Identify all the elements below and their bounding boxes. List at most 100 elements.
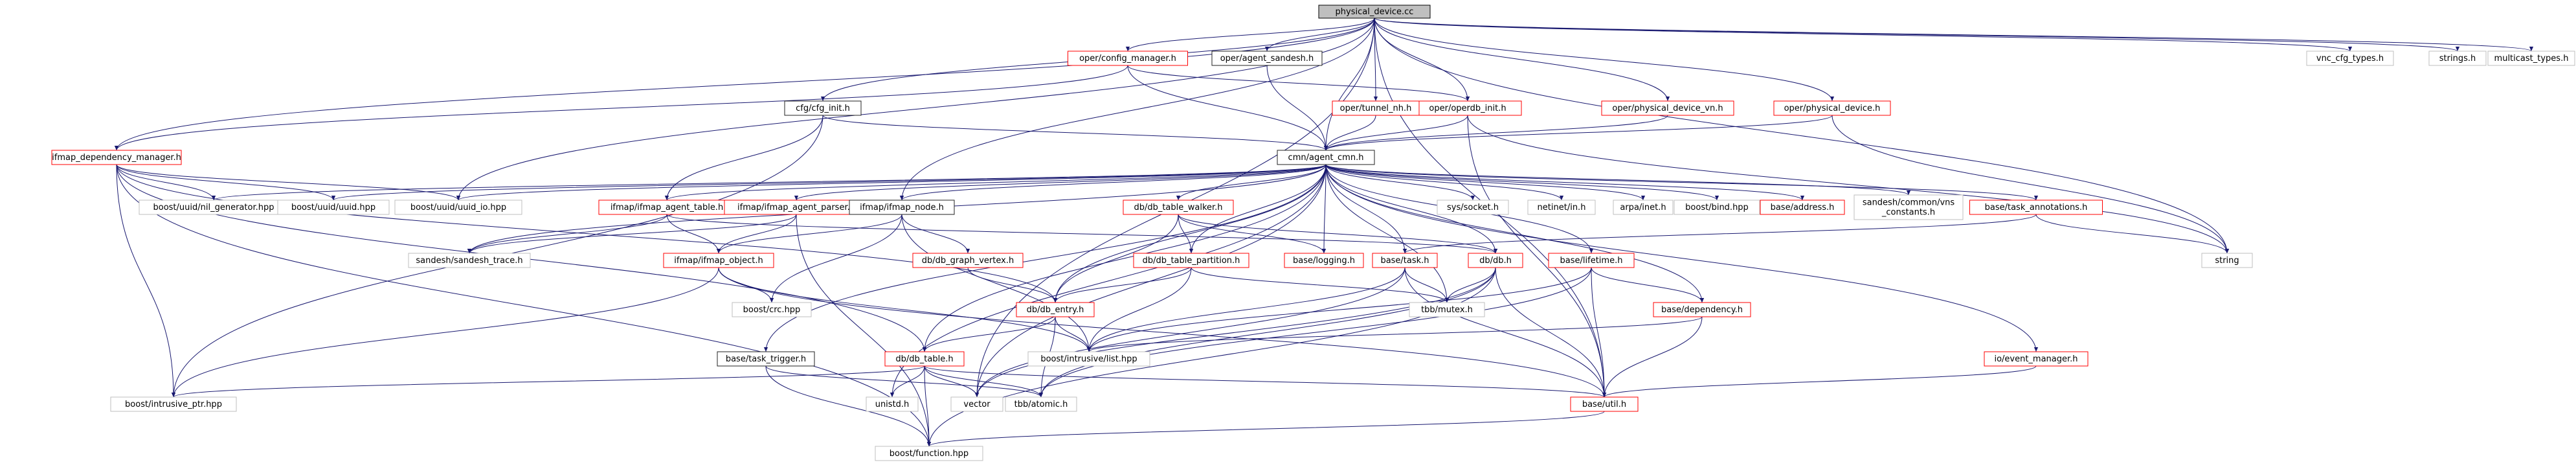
edge-root-to-config_manager	[1125, 17, 1375, 52]
node-sys-socket: sys/socket.h	[1437, 200, 1509, 215]
node-label: ifmap_dependency_manager.h	[52, 153, 181, 163]
node-label: boost/uuid/uuid_io.hpp	[410, 203, 506, 212]
node-base-dependency: base/dependency.h	[1653, 302, 1751, 317]
edge-task_trigger-to-boost_function	[765, 365, 932, 447]
edge-agent_cmn-to-base_address	[1325, 164, 1805, 201]
edge-ifmap_agent_parser-to-boost_function	[796, 214, 932, 447]
edge-base_task-to-intrusive_list	[1086, 267, 1406, 352]
node-phys-dev-vn: oper/physical_device_vn.h	[1601, 100, 1734, 116]
node-sandesh-trace: sandesh/sandesh_trace.h	[408, 253, 531, 268]
edge-agent_cmn-to-uuid_io	[456, 164, 1327, 201]
edge-root-to-ifmap_node	[899, 17, 1375, 201]
edge-agent_sandesh-to-agent_cmn	[1266, 65, 1328, 151]
node-label: cfg/cfg_init.h	[796, 104, 850, 113]
edge-ifmap_object-to-intrusive_ptr	[171, 267, 719, 398]
node-agent-sandesh[interactable]: oper/agent_sandesh.h	[1211, 51, 1323, 66]
edge-agent_cmn-to-vns_constants	[1325, 164, 1910, 196]
node-label: base/task.h	[1380, 256, 1429, 266]
node-label: io/event_manager.h	[1994, 354, 2078, 364]
node-tbb-atomic: tbb/atomic.h	[1005, 396, 1077, 412]
edge-ifmap_dep_mgr-to-uuid_io	[116, 164, 461, 201]
edge-agent_cmn-to-boost_bind	[1325, 164, 1719, 201]
edge-agent_cmn-to-arpa_inet	[1325, 164, 1646, 201]
edge-config_manager-to-ifmap_dep_mgr	[114, 65, 1128, 151]
node-label: db/db_table_walker.h	[1134, 203, 1222, 212]
node-label: base/task_trigger.h	[726, 354, 806, 364]
edge-task_annotations-to-string	[2035, 214, 2230, 254]
edge-root-to-multicast_types	[1374, 17, 2533, 52]
edge-operdb_init-to-agent_cmn	[1323, 115, 1468, 151]
node-unistd: unistd.h	[866, 396, 919, 412]
edge-base_task-to-base_util	[1404, 267, 1607, 398]
edge-agent_cmn-to-base_dependency	[1325, 164, 1705, 303]
edge-db_graph_vertex-to-db_entry	[967, 267, 1058, 303]
node-label: cmn/agent_cmn.h	[1288, 153, 1364, 163]
node-label: oper/agent_sandesh.h	[1220, 54, 1314, 63]
node-task-trigger[interactable]: base/task_trigger.h	[717, 351, 815, 367]
node-string: string	[2201, 253, 2253, 268]
node-db-table-walker: db/db_table_walker.h	[1123, 200, 1234, 215]
node-operdb-init: oper/operdb_init.h	[1413, 100, 1522, 116]
node-label: oper/physical_device_vn.h	[1612, 104, 1723, 113]
edge-ifmap_agent_parser-to-sandesh_trace	[467, 214, 797, 254]
node-phys-dev: oper/physical_device.h	[1773, 100, 1891, 116]
node-label: base/lifetime.h	[1560, 256, 1623, 266]
node-root[interactable]: physical_device.cc	[1318, 5, 1431, 19]
edges-layer	[114, 17, 2533, 447]
node-tbb-mutex: tbb/mutex.h	[1409, 302, 1485, 317]
edge-base_lifetime-to-tbb_atomic	[1038, 267, 1592, 398]
node-uuid-io: boost/uuid/uuid_io.hpp	[394, 200, 522, 215]
node-label: sandesh/common/vns	[1863, 198, 1955, 208]
node-label: db/db.h	[1479, 256, 1512, 266]
node-label: arpa/inet.h	[1620, 203, 1666, 212]
edge-agent_cmn-to-sys_socket	[1325, 164, 1475, 201]
edge-root-to-phys_dev_vn	[1374, 17, 1670, 102]
edge-ifmap_dep_mgr-to-uuid_hpp	[116, 164, 336, 201]
node-label: unistd.h	[875, 400, 910, 409]
edge-agent_cmn-to-netinet_in	[1325, 164, 1564, 201]
edge-db_table-to-boost_function	[924, 365, 932, 447]
edge-agent_cmn-to-ifmap_agent_table	[665, 164, 1327, 201]
edge-agent_cmn-to-uuid_nil	[212, 164, 1327, 201]
edge-operdb_init-to-base_util	[1467, 115, 1607, 398]
node-label: boost/uuid/nil_generator.hpp	[153, 203, 274, 212]
node-label: db/db_table.h	[895, 354, 953, 364]
node-label: tbb/mutex.h	[1421, 305, 1473, 315]
node-cfg-init[interactable]: cfg/cfg_init.h	[784, 100, 862, 116]
node-label: netinet/in.h	[1538, 203, 1586, 212]
node-label: base/util.h	[1582, 400, 1626, 409]
edge-ifmap_agent_table-to-db_h	[666, 214, 1497, 254]
edge-db_entry-to-db_table	[922, 316, 1056, 352]
node-base-address: base/address.h	[1760, 200, 1845, 215]
edge-root-to-phys_dev	[1374, 17, 1835, 102]
edge-tunnel_nh-to-agent_cmn	[1323, 115, 1376, 151]
edge-agent_cmn-to-ifmap_agent_parser	[794, 164, 1327, 201]
node-label: ifmap/ifmap_node.h	[860, 203, 944, 212]
node-vnc-cfg-types: vnc_cfg_types.h	[2306, 51, 2394, 66]
edge-db_table_walker-to-base_logging	[1178, 214, 1327, 254]
edge-ifmap_dep_mgr-to-boost_function	[116, 164, 932, 447]
edge-db_h-to-vector	[974, 267, 1496, 398]
node-boost-function: boost/function.hpp	[875, 446, 983, 461]
node-db-graph-vertex: db/db_graph_vertex.h	[912, 253, 1024, 268]
edge-agent_cmn-to-task_annotations	[1325, 164, 2038, 201]
edge-ifmap_node-to-ifmap_object	[716, 214, 902, 254]
node-base-util: base/util.h	[1570, 396, 1639, 412]
node-ifmap-node[interactable]: ifmap/ifmap_node.h	[849, 200, 955, 215]
node-label: db/db_entry.h	[1027, 305, 1084, 315]
edge-base_lifetime-to-base_util	[1591, 267, 1607, 398]
edge-agent_cmn-to-ifmap_node	[899, 164, 1327, 201]
edge-ifmap_object-to-base_util	[718, 267, 1607, 398]
edge-agent_cmn-to-io_event_manager	[1325, 164, 2039, 352]
node-label: multicast_types.h	[2494, 54, 2569, 63]
edge-cfg_init-to-agent_cmn	[822, 115, 1328, 151]
node-label: oper/operdb_init.h	[1429, 104, 1506, 113]
edge-agent_cmn-to-db_table_partition	[1189, 164, 1327, 254]
edge-db_table-to-tbb_atomic	[924, 365, 1044, 398]
node-label: sys/socket.h	[1447, 203, 1499, 212]
edge-base_lifetime-to-base_dependency	[1591, 267, 1705, 303]
node-label: boost/uuid/uuid.hpp	[291, 203, 375, 212]
edge-phys_dev-to-agent_cmn	[1324, 115, 1833, 151]
node-boost-bind: boost/bind.hpp	[1674, 200, 1760, 215]
node-agent-cmn[interactable]: cmn/agent_cmn.h	[1277, 150, 1375, 165]
